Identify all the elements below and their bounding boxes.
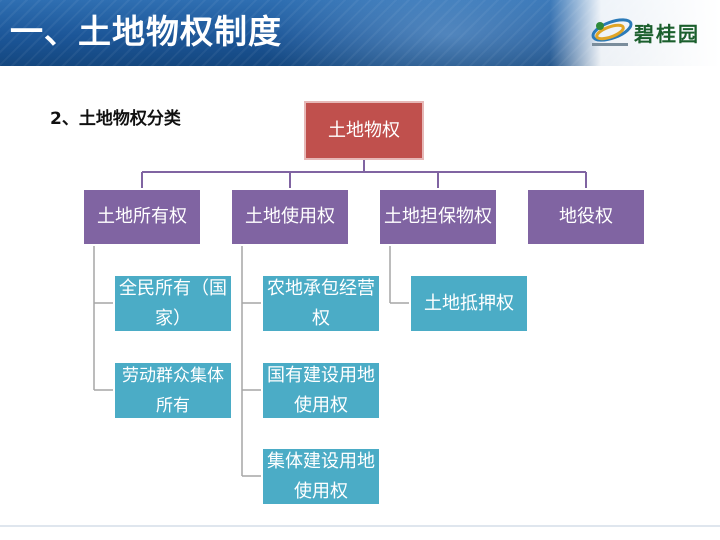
page-title: 一、土地物权制度 <box>10 12 282 51</box>
leaf-node-collective-owned: 劳动群众集体所有 <box>113 361 233 420</box>
logo-area: 碧桂园 <box>550 0 720 66</box>
leaf-node-land-mortgage: 土地抵押权 <box>409 274 529 333</box>
header-bar: 一、土地物权制度 碧桂园 <box>0 0 720 66</box>
category-node-easement: 地役权 <box>526 188 646 246</box>
category-node-use-right: 土地使用权 <box>230 188 350 246</box>
root-node: 土地物权 <box>304 101 424 160</box>
category-node-ownership: 土地所有权 <box>82 188 202 246</box>
leaf-node-state-construction-land: 国有建设用地使用权 <box>261 361 381 420</box>
leaf-node-farmland-contract: 农地承包经营权 <box>261 274 381 333</box>
footer-divider <box>0 525 720 527</box>
leaf-node-state-owned: 全民所有（国家） <box>113 274 233 333</box>
leaf-node-collective-construction-land: 集体建设用地使用权 <box>261 447 381 506</box>
section-subtitle: 2、土地物权分类 <box>50 109 181 129</box>
logo-text: 碧桂园 <box>634 22 700 46</box>
country-garden-logo-icon <box>591 18 633 46</box>
category-node-security-right: 土地担保物权 <box>378 188 498 246</box>
